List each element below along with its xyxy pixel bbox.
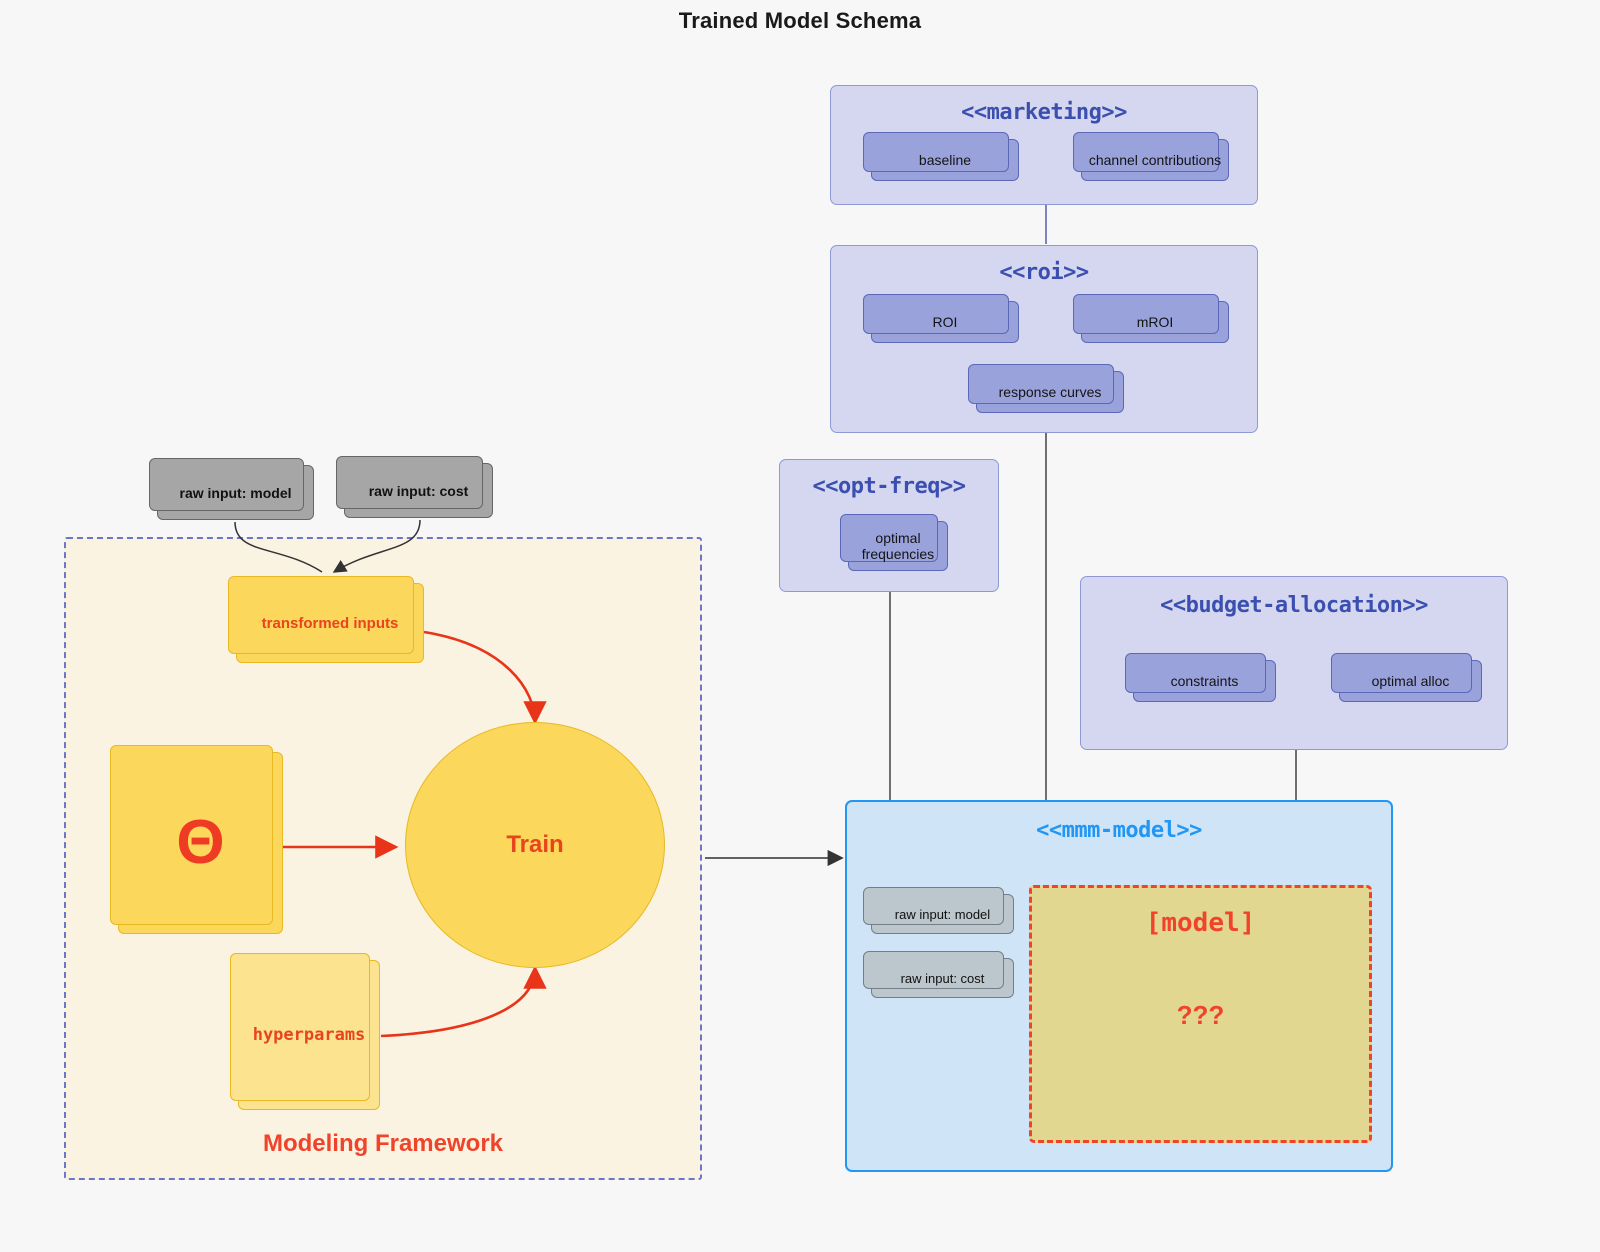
node-constraints-label: constraints xyxy=(1170,672,1239,689)
package-marketing[interactable]: <<marketing>> baseline channel contribut… xyxy=(830,85,1258,205)
raw-input-cost-box[interactable]: raw input: cost xyxy=(336,456,493,518)
node-mroi-label: mROI xyxy=(1136,313,1174,330)
package-roi-title: <<roi>> xyxy=(999,260,1089,285)
package-opt-freq-title: <<opt-freq>> xyxy=(812,474,966,499)
package-budget-allocation-title: <<budget-allocation>> xyxy=(1160,593,1428,618)
node-optimal-frequencies[interactable]: optimal frequencies xyxy=(840,514,948,571)
theta-icon: Θ xyxy=(176,808,225,877)
modeling-framework-label: Modeling Framework xyxy=(262,1130,504,1157)
node-optimal-frequencies-line1: optimal xyxy=(875,529,921,546)
model-placeholder-question: ??? xyxy=(1176,1000,1225,1030)
model-placeholder-box[interactable]: [model] ??? xyxy=(1029,885,1372,1143)
raw-input-model-box[interactable]: raw input: model xyxy=(149,458,314,520)
node-mroi[interactable]: mROI xyxy=(1073,294,1229,343)
node-hyperparams-label: hyperparams xyxy=(252,1025,366,1045)
node-mmm-raw-input-model-label: raw input: model xyxy=(894,906,991,922)
node-theta[interactable]: Θ xyxy=(110,745,283,934)
node-optimal-alloc-label: optimal alloc xyxy=(1371,672,1450,689)
raw-input-cost-label: raw input: cost xyxy=(368,482,469,499)
node-baseline[interactable]: baseline xyxy=(863,132,1019,181)
package-opt-freq[interactable]: <<opt-freq>> optimal frequencies xyxy=(779,459,999,592)
node-transformed-inputs-label: transformed inputs xyxy=(261,614,399,632)
package-budget-allocation[interactable]: <<budget-allocation>> constraints optima… xyxy=(1080,576,1508,750)
node-optimal-alloc[interactable]: optimal alloc xyxy=(1331,653,1482,702)
package-mmm-model[interactable]: <<mmm-model>> raw input: model raw input… xyxy=(845,800,1393,1172)
node-hyperparams[interactable]: hyperparams xyxy=(230,953,380,1110)
node-roi[interactable]: ROI xyxy=(863,294,1019,343)
raw-input-model-label: raw input: model xyxy=(179,484,292,501)
node-transformed-inputs[interactable]: transformed inputs xyxy=(228,576,424,663)
model-placeholder-title: [model] xyxy=(1145,908,1256,938)
node-roi-label: ROI xyxy=(932,313,958,330)
node-optimal-frequencies-line2: frequencies xyxy=(861,546,935,562)
package-roi[interactable]: <<roi>> ROI mROI response curves xyxy=(830,245,1258,433)
node-constraints[interactable]: constraints xyxy=(1125,653,1276,702)
node-channel-contributions-label: channel contributions xyxy=(1088,151,1222,168)
page-title: Trained Model Schema xyxy=(678,8,922,33)
train-activity-label: Train xyxy=(506,831,564,858)
node-response-curves-label: response curves xyxy=(998,383,1102,400)
node-mmm-raw-input-model[interactable]: raw input: model xyxy=(863,887,1014,934)
node-response-curves[interactable]: response curves xyxy=(968,364,1124,413)
package-marketing-title: <<marketing>> xyxy=(961,100,1127,125)
node-baseline-label: baseline xyxy=(918,151,972,168)
node-channel-contributions[interactable]: channel contributions xyxy=(1073,132,1229,181)
package-mmm-model-title: <<mmm-model>> xyxy=(1036,818,1202,843)
train-activity[interactable]: Train xyxy=(405,722,665,968)
node-mmm-raw-input-cost-label: raw input: cost xyxy=(900,970,985,986)
node-mmm-raw-input-cost[interactable]: raw input: cost xyxy=(863,951,1014,998)
